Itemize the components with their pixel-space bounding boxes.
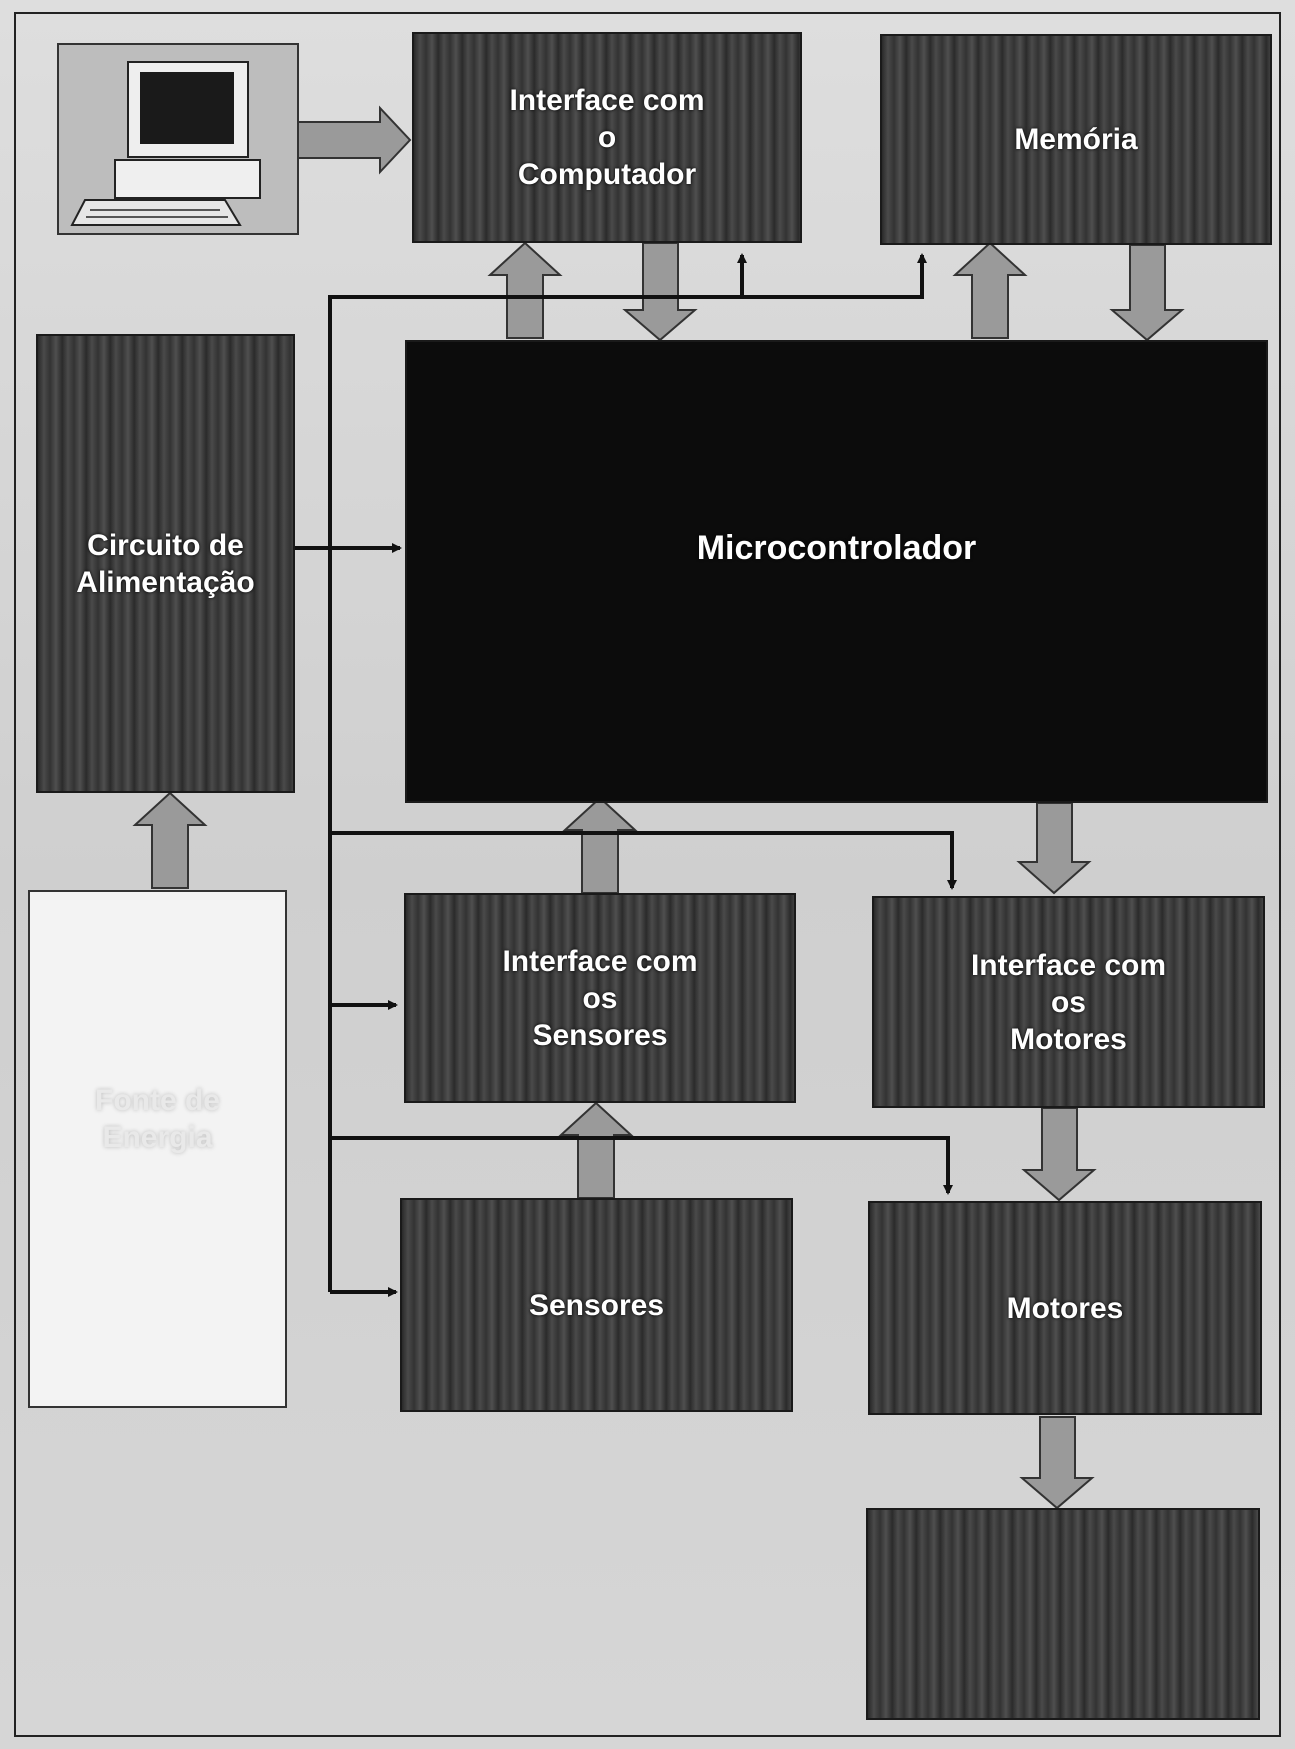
- arrow-interface-motores-to-motores: [1024, 1108, 1094, 1200]
- arrow-micro-to-memoria: [955, 243, 1025, 338]
- interface-sensores-line-1: Interface com: [502, 943, 697, 980]
- computer-icon: [58, 44, 298, 234]
- interface-computador-line-2: o: [598, 119, 616, 156]
- microcontrolador-box: Microcontrolador: [405, 340, 1268, 803]
- interface-motores-line-2: os: [1051, 984, 1086, 1021]
- memoria-box: Memória: [880, 34, 1272, 245]
- microcontrolador-label: Microcontrolador: [697, 530, 977, 567]
- fonte-line-2: Energia: [102, 1119, 212, 1156]
- sensores-label: Sensores: [529, 1287, 664, 1324]
- motores-box: Motores: [868, 1201, 1262, 1415]
- arrow-sensores-to-interface-sensores: [561, 1103, 631, 1198]
- interface-motores-line-3: Motores: [1010, 1021, 1127, 1058]
- interface-sensores-line-2: os: [582, 980, 617, 1017]
- output-box: [866, 1508, 1260, 1720]
- interface-computador-box: Interface com o Computador: [412, 32, 802, 243]
- arrow-interface-sensores-to-micro: [565, 798, 635, 893]
- arrow-interface-computador-to-micro: [625, 243, 695, 340]
- arrow-computer-to-interface: [298, 108, 410, 172]
- sensores-box: Sensores: [400, 1198, 793, 1412]
- arrow-fonte-to-circuito: [135, 793, 205, 888]
- circuito-alimentacao-box: Circuito de Alimentação: [36, 334, 295, 793]
- interface-motores-line-1: Interface com: [971, 947, 1166, 984]
- memoria-label: Memória: [1014, 121, 1137, 158]
- arrow-micro-to-interface-motores: [1019, 803, 1089, 893]
- interface-computador-line-3: Computador: [518, 156, 696, 193]
- interface-computador-line-1: Interface com: [509, 82, 704, 119]
- interface-motores-box: Interface com os Motores: [872, 896, 1265, 1108]
- interface-sensores-line-3: Sensores: [532, 1017, 667, 1054]
- fonte-line-1: Fonte de: [95, 1082, 220, 1119]
- arrow-motores-to-output: [1022, 1417, 1092, 1508]
- motores-label: Motores: [1007, 1290, 1124, 1327]
- circuito-line-2: Alimentação: [76, 564, 254, 601]
- arrow-micro-to-interface-computador: [490, 243, 560, 338]
- fonte-energia-box: Fonte de Energia: [28, 890, 287, 1408]
- arrow-memoria-to-micro: [1112, 245, 1182, 340]
- circuito-line-1: Circuito de: [87, 527, 244, 564]
- interface-sensores-box: Interface com os Sensores: [404, 893, 796, 1103]
